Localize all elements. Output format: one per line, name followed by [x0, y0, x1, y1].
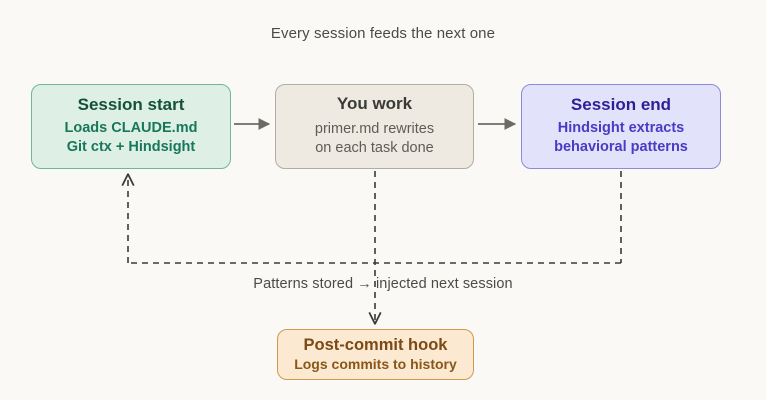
node-session-start[interactable]: Session start Loads CLAUDE.md Git ctx + …	[31, 84, 231, 169]
node-session-start-sub-line1: Loads CLAUDE.md	[64, 120, 198, 137]
node-you-work-sub-line1: primer.md rewrites	[314, 120, 435, 137]
node-session-end-sub-line2: behavioral patterns	[554, 139, 688, 156]
node-session-start-sub-line2: Git ctx + Hindsight	[66, 139, 196, 156]
node-you-work-sub-line2: on each task done	[315, 139, 434, 156]
node-post-commit-hook-sub-line1: Logs commits to history	[294, 355, 457, 372]
feedback-loop-caption: Patterns stored → injected next session	[253, 276, 513, 292]
node-you-work-title: You work	[336, 94, 413, 114]
node-you-work-subtitle: primer.md rewrites on each task done	[315, 120, 434, 158]
node-session-start-subtitle: Loads CLAUDE.md Git ctx + Hindsight	[65, 119, 198, 157]
node-post-commit-hook[interactable]: Post-commit hook Logs commits to history	[277, 329, 474, 380]
node-post-commit-hook-title: Post-commit hook	[303, 335, 448, 354]
node-session-start-title: Session start	[77, 94, 185, 114]
diagram-title-caption: Every session feeds the next one	[270, 25, 496, 42]
node-session-end-sub-line1: Hindsight extracts	[557, 120, 685, 137]
node-session-end[interactable]: Session end Hindsight extracts behaviora…	[521, 84, 721, 169]
node-session-end-subtitle: Hindsight extracts behavioral patterns	[554, 119, 688, 157]
node-session-end-title: Session end	[570, 94, 672, 114]
node-post-commit-hook-subtitle: Logs commits to history	[294, 355, 457, 373]
node-you-work[interactable]: You work primer.md rewrites on each task…	[275, 84, 474, 169]
